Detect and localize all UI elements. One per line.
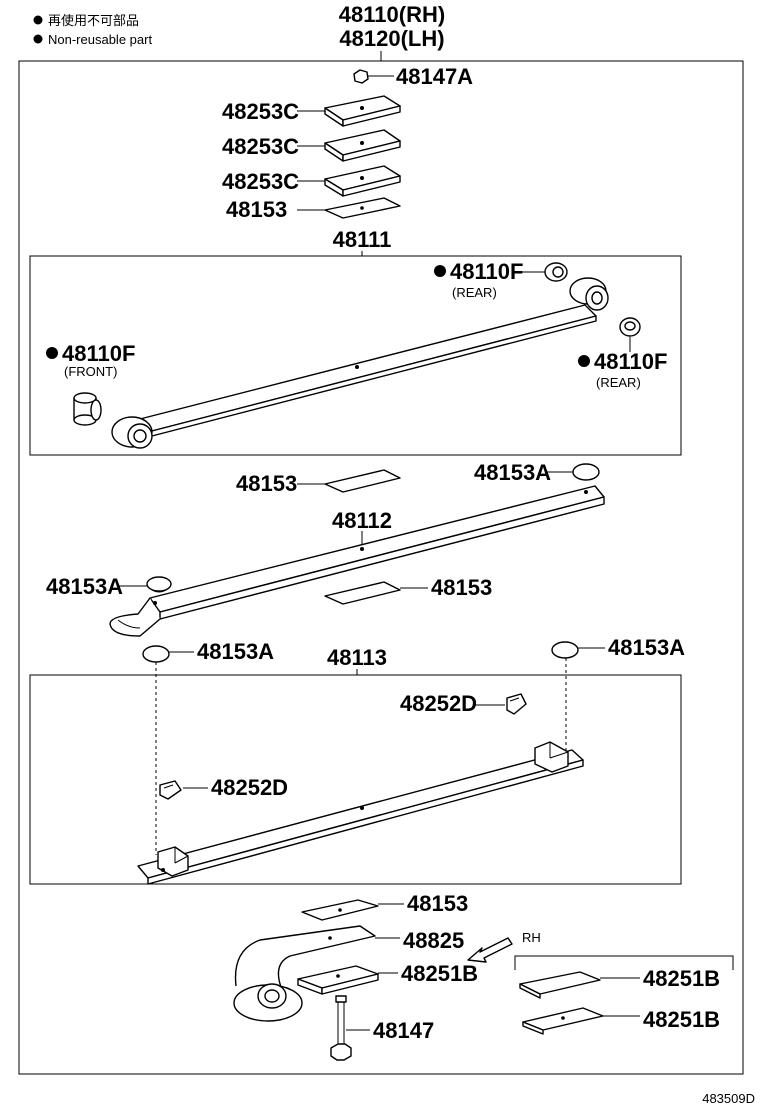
pad-48153a-low-right: 48153A	[551, 635, 685, 660]
silencer-48153-mid2: 48153	[324, 575, 492, 605]
part-label-48112: 48112	[332, 508, 392, 533]
spacer-plate-48253c-3: 48253C	[222, 165, 401, 197]
part-label-48153-mid2: 48153	[431, 575, 492, 600]
bushing-rear-right	[619, 317, 641, 352]
assembly-lh-label: 48120(LH)	[339, 26, 444, 51]
non-reusable-marker-icon	[434, 265, 446, 277]
pad-48251b-right1: 48251B	[519, 966, 720, 999]
bushing-front	[73, 392, 102, 426]
part-label-48153-mid1: 48153	[236, 471, 297, 496]
pad-48251b-right2: 48251B	[522, 1007, 720, 1035]
part-label-48111: 48111	[333, 227, 392, 252]
pad-48153a-low-left: 48153A	[142, 639, 274, 664]
spacer-plate-48253c-1: 48253C	[222, 95, 401, 127]
silencer-48153-bottom: 48153	[301, 891, 468, 921]
part-label-48253c-1: 48253C	[222, 99, 299, 124]
legend-en-text: Non-reusable part	[48, 32, 152, 47]
nut-48147a: 48147A	[353, 64, 473, 89]
clip-48252d-left: 48252D	[159, 775, 288, 800]
non-reusable-bullet-icon	[33, 34, 43, 44]
part-label-48153a-low-left: 48153A	[197, 639, 274, 664]
part-label-48153-top: 48153	[226, 197, 287, 222]
non-reusable-marker-icon	[46, 347, 58, 359]
part-label-48110f-rear-right: 48110F	[594, 349, 667, 374]
part-label-48253c-2: 48253C	[222, 134, 299, 159]
part-label-48153a-low-right: 48153A	[608, 635, 685, 660]
diagram-code: 483509D	[702, 1091, 755, 1106]
part-label-48113: 48113	[327, 645, 387, 670]
part-label-48110f-front: 48110F	[62, 341, 135, 366]
part-label-48153-bottom: 48153	[407, 891, 468, 916]
bolt-48147: 48147	[330, 995, 434, 1061]
helper-leaf-48825: 48825	[233, 925, 464, 1022]
part-label-48253c-3: 48253C	[222, 169, 299, 194]
rh-bracket	[514, 955, 734, 970]
part-label-48251b-right1: 48251B	[643, 966, 720, 991]
spacer-plate-48253c-2: 48253C	[222, 129, 401, 162]
part-label-48251b-right2: 48251B	[643, 1007, 720, 1032]
part-label-48153a-mid1: 48153A	[474, 460, 551, 485]
legend: 再使用不可部品 Non-reusable part	[33, 13, 152, 47]
clip-48252d-top: 48252D	[400, 691, 527, 716]
assembly-rh-label: 48110(RH)	[339, 2, 445, 27]
main-leaf-48111	[111, 277, 609, 449]
part-label-48147: 48147	[373, 1018, 434, 1043]
non-reusable-marker-icon	[578, 355, 590, 367]
part-label-48147a: 48147A	[396, 64, 473, 89]
part-label-48251b-center: 48251B	[401, 961, 478, 986]
part-label-48110f-rear-top: 48110F	[450, 259, 523, 284]
assembly-frame	[18, 60, 744, 1075]
note-front: (FRONT)	[64, 364, 117, 379]
bushing-rear-top	[521, 262, 568, 282]
pad-48153a-mid1: 48153A	[474, 460, 600, 485]
silencer-48153-mid1: 48153	[236, 469, 401, 496]
rh-tag: RH	[522, 930, 541, 945]
note-rear-right: (REAR)	[596, 375, 641, 390]
pad-48251b-center: 48251B	[297, 961, 478, 995]
pad-48153a-left: 48153A	[46, 574, 172, 599]
leaf-48112: 48112	[109, 485, 605, 637]
part-label-48825: 48825	[403, 928, 464, 953]
note-rear-top: (REAR)	[452, 285, 497, 300]
leaf-48113	[137, 741, 584, 885]
silencer-48153-top: 48153	[226, 197, 401, 222]
rh-arrow-icon: RH	[467, 930, 541, 963]
part-label-48153a-left: 48153A	[46, 574, 123, 599]
part-label-48252d-left: 48252D	[211, 775, 288, 800]
part-label-48252d-top: 48252D	[400, 691, 477, 716]
leaf-48113-frame	[29, 674, 682, 885]
leaf-48111-frame	[29, 255, 682, 456]
non-reusable-bullet-icon	[33, 15, 43, 25]
legend-jp-text: 再使用不可部品	[48, 13, 139, 28]
